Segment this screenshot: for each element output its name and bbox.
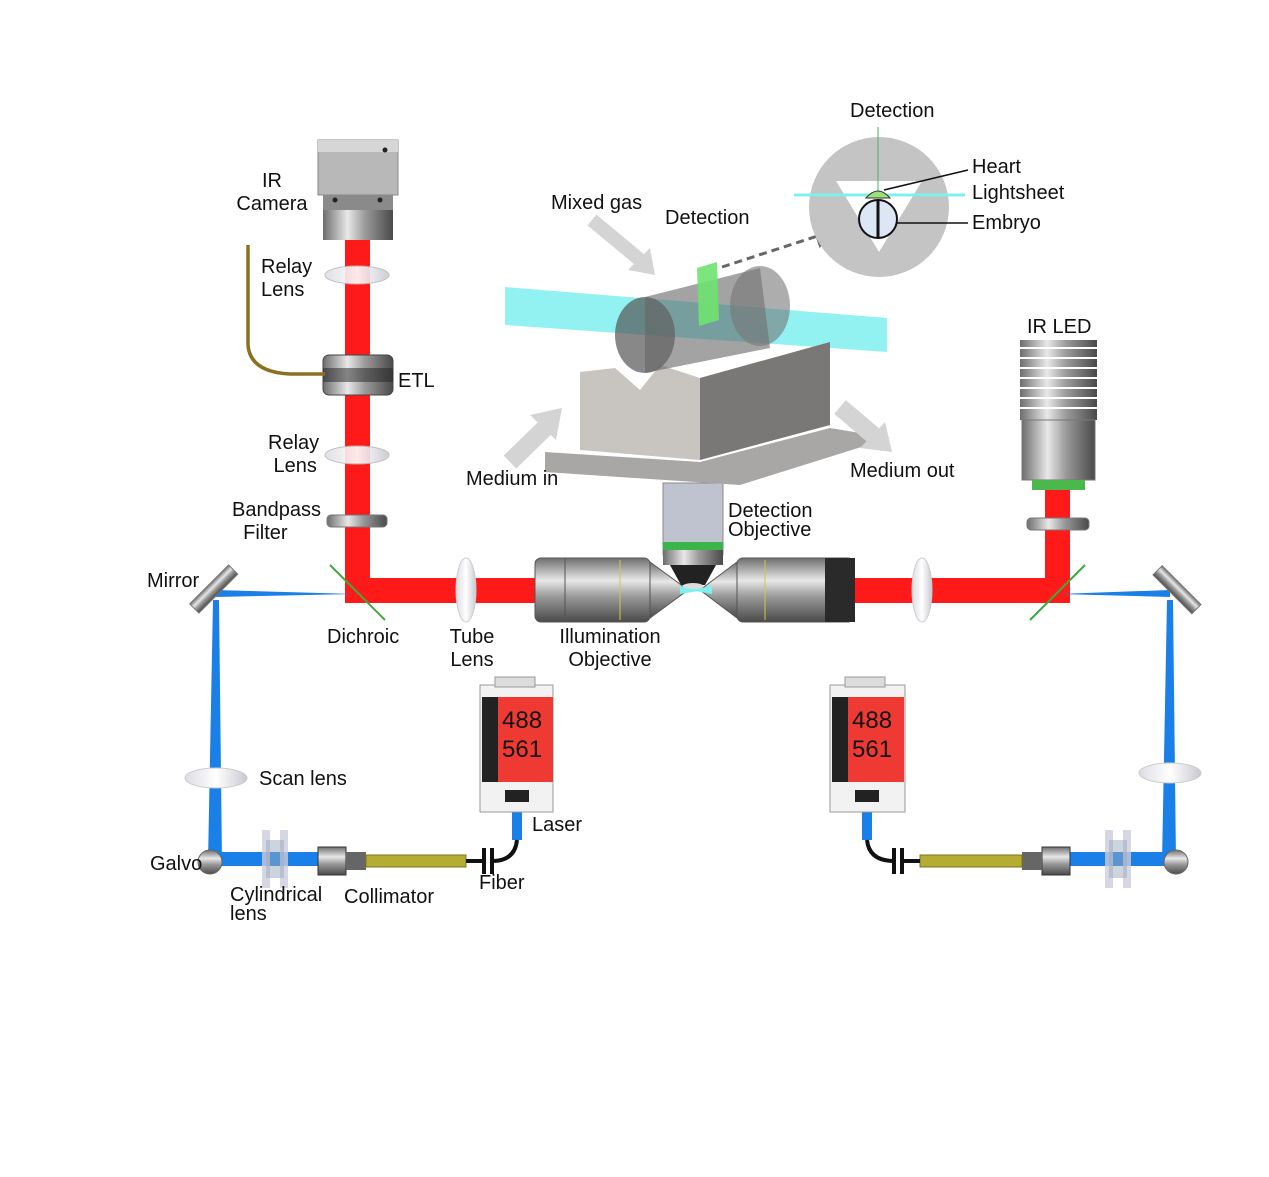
cylindrical-lens-left	[262, 830, 288, 888]
mixed-gas-arrow	[587, 214, 645, 266]
label-medium-in: Medium in	[466, 468, 559, 490]
detection-window	[697, 262, 719, 326]
laser-left-line1: 488	[502, 707, 543, 734]
cross-section-inset	[794, 127, 969, 277]
dichroic-right	[1029, 564, 1086, 621]
fiber-right	[919, 854, 1023, 868]
fiber-connector-right	[865, 839, 920, 874]
laser-beam-right	[862, 590, 1176, 866]
collimator-left	[317, 846, 366, 876]
inset-label-detection: Detection	[850, 100, 935, 122]
label-detection-chamber: Detection	[665, 207, 750, 229]
tube-lens-right	[911, 557, 933, 623]
label-mirror: Mirror	[147, 570, 200, 592]
light-sheet-focus	[690, 586, 712, 594]
inset-label-lightsheet: Lightsheet	[972, 182, 1065, 204]
label-scan-lens: Scan lens	[259, 768, 347, 790]
tube-lens-left	[455, 557, 477, 623]
fiber-connector-left	[466, 839, 519, 874]
label-medium-out: Medium out	[850, 460, 955, 482]
label-relay-lens-top: Relay Lens	[261, 256, 313, 301]
fiber-left	[365, 854, 467, 868]
scan-lens-right	[1138, 762, 1202, 784]
label-relay-lens-bottom: Relay Lens	[268, 432, 320, 477]
medium-out-arrowhead	[860, 422, 892, 452]
medium-out-arrow	[834, 400, 879, 442]
ir-beam-left	[345, 238, 535, 603]
dichroic-left	[329, 564, 386, 621]
zoom-dashed-arrow	[721, 225, 839, 269]
label-ir-led: IR LED	[1027, 316, 1092, 338]
label-fiber: Fiber	[479, 872, 525, 894]
laser-beam-left	[208, 590, 522, 866]
ir-led	[1020, 340, 1097, 490]
label-tube-lens: Tube Lens	[449, 626, 495, 671]
laser-unit-right	[829, 676, 906, 813]
scan-lens-left	[184, 767, 248, 789]
etl	[246, 245, 394, 396]
illumination-objective-left	[534, 557, 689, 623]
laser-unit-left	[479, 676, 554, 813]
illumination-objective-right	[699, 557, 855, 623]
detection-objective	[662, 482, 724, 589]
mirror-left	[188, 564, 239, 614]
label-ir-camera: IR Camera	[236, 170, 308, 215]
mirror-right	[1152, 564, 1202, 615]
laser-right-line2: 561	[852, 736, 893, 763]
medium-in-arrowhead	[530, 408, 562, 440]
label-dichroic: Dichroic	[327, 626, 400, 648]
inset-label-heart: Heart	[972, 156, 1021, 178]
ir-camera	[317, 139, 399, 240]
label-etl: ETL	[398, 370, 435, 392]
medium-in-arrow	[503, 418, 555, 469]
bandpass-filter	[326, 514, 388, 528]
collimator-right	[1022, 846, 1071, 876]
galvo-left	[197, 849, 223, 875]
label-illumination-objective: Illumination Objective	[559, 626, 661, 671]
label-galvo: Galvo	[150, 853, 203, 875]
label-collimator: Collimator	[344, 886, 435, 908]
laser-right-line1: 488	[852, 707, 893, 734]
label-detection-objective: Detection Objective	[728, 500, 813, 541]
label-bandpass-filter: Bandpass Filter	[232, 499, 321, 544]
label-laser: Laser	[532, 814, 583, 836]
label-cylindrical-lens: Cylindrical lens	[230, 884, 323, 925]
relay-lens-bottom	[324, 445, 390, 465]
filter-right	[1026, 517, 1090, 531]
sample-chamber	[505, 262, 890, 485]
laser-left-line2: 561	[502, 736, 543, 763]
relay-lens-top	[324, 265, 390, 285]
cylindrical-lens-right	[1105, 830, 1131, 888]
galvo-right	[1163, 849, 1189, 875]
ir-beam-right	[850, 488, 1070, 603]
inset-label-embryo: Embryo	[972, 212, 1041, 234]
mixed-gas-arrowhead	[628, 248, 655, 275]
label-mixed-gas: Mixed gas	[551, 192, 643, 214]
